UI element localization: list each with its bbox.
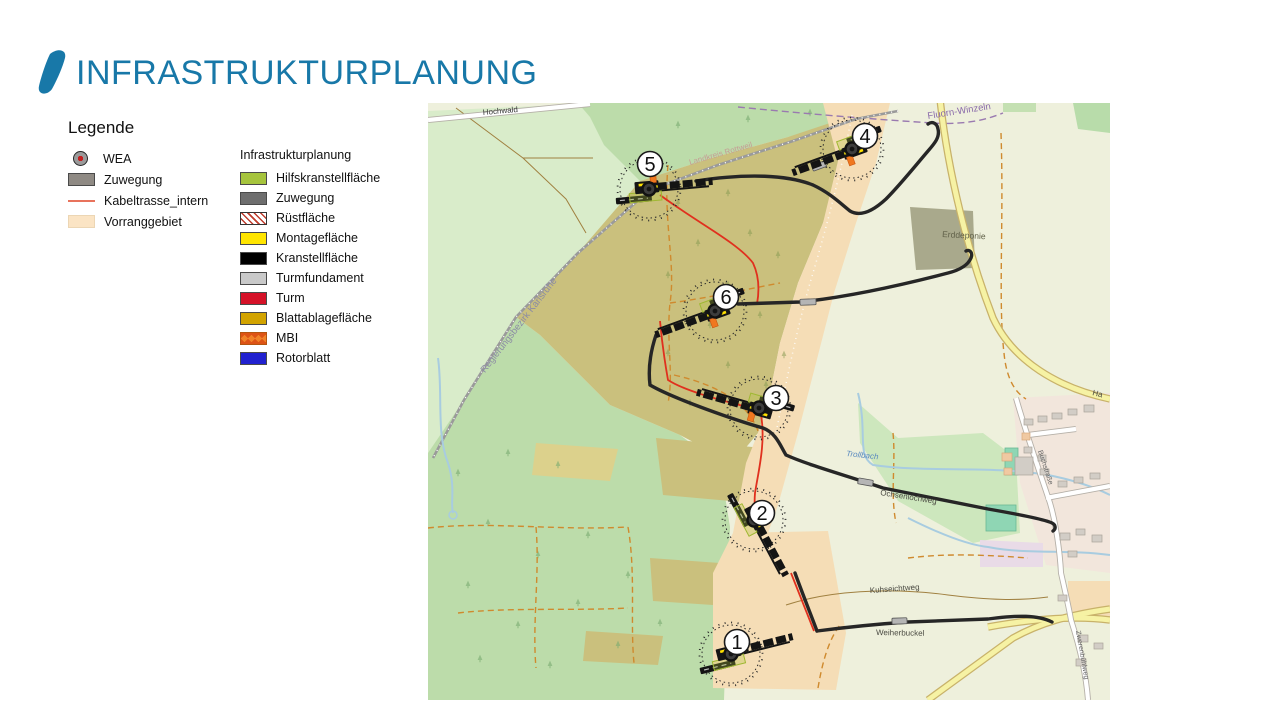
legend-general-group: WEA Zuwegung Kabeltrasse_intern Vorrangg… — [68, 148, 209, 368]
legend-item-label: Turm — [276, 291, 305, 305]
turmfundament-swatch — [240, 271, 267, 285]
white-roads — [428, 103, 1110, 700]
legend-item: Blattablagefläche — [240, 308, 410, 328]
turbine-site-6: 6 — [644, 270, 758, 363]
road-label: Hochwald — [482, 105, 518, 117]
legend-item-label: Hilfskranstellfläche — [276, 171, 381, 185]
legend-item-label: WEA — [103, 151, 132, 166]
turbine-site-4: 4 — [781, 108, 895, 201]
legend-item-label: Kabeltrasse_intern — [104, 193, 209, 208]
hilfskranstellflaeche-swatch — [240, 171, 267, 185]
legend-infrastructure-group: Infrastrukturplanung Hilfskranstellfläch… — [240, 148, 410, 368]
turbine-site-5: 5 — [612, 152, 715, 224]
legend-item-label: MBI — [276, 331, 299, 345]
legend-item: Rotorblatt — [240, 348, 410, 368]
legend-item-label: Turmfundament — [276, 271, 364, 285]
blattablageflaeche-swatch — [240, 311, 267, 325]
wea-circle-icon — [73, 151, 88, 166]
legend: Legende WEA Zuwegung Kabeltrasse_intern … — [68, 118, 410, 368]
landfill-label: Erddeponie — [942, 229, 986, 241]
path-label: Kuhseichtweg — [870, 583, 920, 595]
legend-item-vorranggebiet: Vorranggebiet — [68, 211, 206, 232]
montageflaeche-swatch — [240, 231, 267, 245]
legend-item-label: Zuwegung — [104, 172, 163, 187]
turbine-site-3: 3 — [689, 360, 801, 448]
road-label: Ha — [1092, 388, 1105, 399]
legend-group-title: Infrastrukturplanung — [240, 148, 352, 162]
rotorblatt-swatch — [240, 351, 267, 365]
legend-item: Turmfundament — [240, 268, 410, 288]
turbine-number: 1 — [731, 632, 742, 654]
legend-item-label: Vorranggebiet — [104, 214, 182, 229]
village-buildings — [1014, 404, 1104, 667]
legend-item: MBI — [240, 328, 410, 348]
map-svg: Hochwald Regierungsbezirk Karlsruhe Land… — [428, 103, 1110, 700]
legend-item: Zuwegung — [240, 188, 410, 208]
planning-map: Hochwald Regierungsbezirk Karlsruhe Land… — [428, 103, 1110, 700]
page-title: INFRASTRUKTURPLANUNG — [76, 54, 538, 92]
hill-label: Weiherbuckel — [876, 628, 925, 638]
kabeltrasse-line-icon — [68, 199, 95, 202]
turbine-number: 3 — [770, 388, 781, 410]
turbine-number: 6 — [720, 287, 731, 309]
yellow-roads — [925, 103, 1110, 700]
stream-label: Trollbach — [846, 449, 880, 461]
turbine-site-2: 2 — [710, 475, 812, 591]
logo-brush-mark-icon — [38, 50, 66, 94]
legend-item-label: Zuwegung — [276, 191, 335, 205]
wind-turbine-sites: 5 4 6 3 2 — [612, 108, 894, 693]
legend-item-wea: WEA — [68, 148, 206, 169]
legend-item-zuwegung: Zuwegung — [68, 169, 206, 190]
legend-item-label: Blattablagefläche — [276, 311, 372, 325]
turbine-number: 5 — [644, 154, 655, 176]
vorranggebiet-swatch — [68, 215, 95, 228]
legend-item-label: Kranstellfläche — [276, 251, 358, 265]
zuwegung-swatch — [240, 191, 267, 205]
turbine-site-1: 1 — [690, 608, 800, 693]
turbine-number: 4 — [859, 126, 870, 148]
ruestflaeche-hatch-swatch — [240, 211, 267, 225]
kranstellflaeche-swatch — [240, 251, 267, 265]
mbi-pattern-swatch — [240, 331, 267, 345]
legend-item: Kranstellfläche — [240, 248, 410, 268]
turm-swatch — [240, 291, 267, 305]
legend-item-label: Montagefläche — [276, 231, 359, 245]
legend-item: Montagefläche — [240, 228, 410, 248]
legend-item: Turm — [240, 288, 410, 308]
dashed-paths — [428, 132, 1029, 689]
access-roads — [647, 120, 1057, 633]
landfill-area — [910, 207, 975, 270]
legend-item: Rüstfläche — [240, 208, 410, 228]
legend-item: Hilfskranstellfläche — [240, 168, 410, 188]
legend-item-label: Rotorblatt — [276, 351, 331, 365]
zuwegung-swatch — [68, 173, 95, 186]
legend-item-kabeltrasse: Kabeltrasse_intern — [68, 190, 209, 211]
legend-title: Legende — [68, 118, 135, 137]
legend-item-label: Rüstfläche — [276, 211, 336, 225]
turbine-number: 2 — [756, 503, 767, 525]
